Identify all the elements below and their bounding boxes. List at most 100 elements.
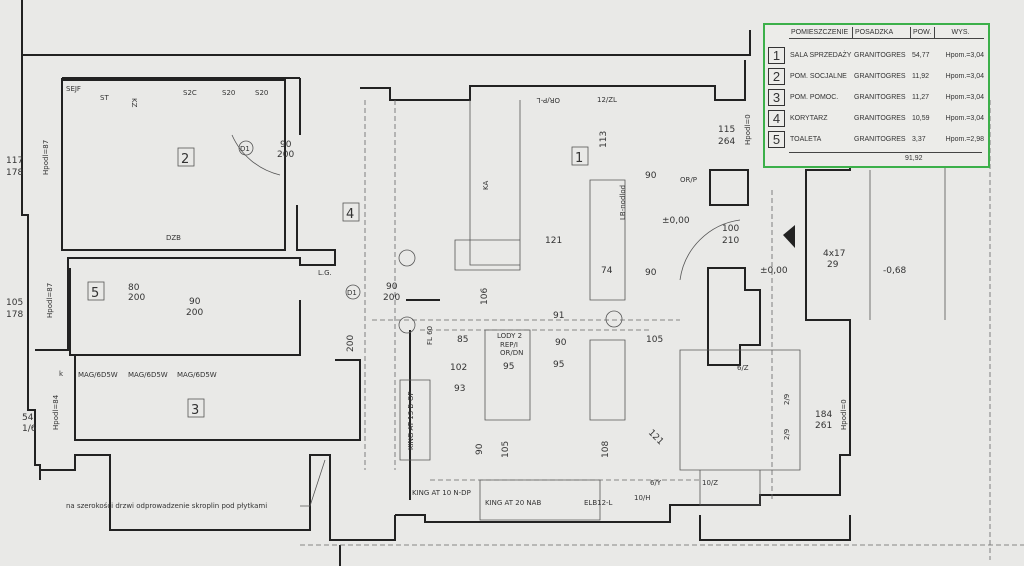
floor-type: GRANITOGRES (854, 73, 906, 80)
door-width: 90 (280, 140, 292, 150)
safe-label: SEJF (66, 85, 81, 93)
dimension: 85 (457, 335, 468, 345)
equipment-label: MAG/6D5W (78, 371, 118, 379)
door-height: 210 (722, 236, 739, 246)
dimension: 105 (501, 441, 511, 458)
equipment-label: DZB (166, 234, 181, 242)
floor-type: GRANITOGRES (854, 52, 906, 59)
room-area: 54,77 (912, 52, 930, 59)
dimensions: 121 90 90 113 106 91 85 90 105 102 95 95… (450, 131, 665, 458)
dimension: 90 (555, 338, 567, 348)
equipment-label: 10/H (634, 494, 651, 502)
door-width: 80 (128, 283, 140, 293)
room-height: Hpom.=3,04 (945, 115, 984, 122)
dimension: 91 (553, 311, 564, 321)
equipment-label: k (59, 370, 64, 378)
window-width: 184 (815, 410, 832, 420)
equipment-label: LODY 2 (497, 332, 522, 340)
col-height: WYS. (951, 29, 970, 36)
equipment-label: ST (100, 94, 109, 102)
door-size: 200 (346, 335, 356, 352)
window-width: 105 (6, 298, 23, 308)
sill-height: Hpodl=0 (744, 114, 752, 145)
window-height: 1/6 (22, 424, 37, 434)
equipment-label: S20 (255, 89, 268, 97)
equipment-label: 2/9 (783, 429, 791, 440)
room-number: 4 (768, 110, 785, 127)
window-height: 264 (718, 137, 735, 147)
equipment-label: OR/P-L (537, 96, 560, 104)
door-width: 100 (722, 224, 739, 234)
room-name: KORYTARZ (790, 115, 828, 122)
stairs-depth: 29 (827, 260, 839, 270)
table-header: POMIESZCZENIE POSADZKA POW. WYS. (789, 27, 984, 39)
window-width: 117 (6, 156, 23, 166)
door-height: 200 (383, 293, 400, 303)
dimension: 90 (645, 171, 657, 181)
room-name: TOALETA (790, 136, 822, 143)
door-width: 90 (189, 297, 201, 307)
equipment-label: 12/ZL (597, 96, 617, 104)
room-number: 5 (768, 131, 785, 148)
room-name: POM. POMOC. (790, 94, 839, 101)
equipment-label: KING AT 20 NAB (485, 499, 541, 507)
dimension: 121 (646, 428, 665, 447)
floor-type: GRANITOGRES (854, 94, 906, 101)
equipment-label: 10/Z (702, 479, 718, 487)
dimension: 113 (599, 131, 609, 148)
room-height: Hpom.=3,04 (945, 52, 984, 59)
room-height: Hpom.=3,04 (945, 73, 984, 80)
equipment-label: 6/Y (650, 479, 662, 487)
equipment-label: S20 (222, 89, 235, 97)
window-height: 178 (6, 168, 23, 178)
equipment-label: L.G. (318, 269, 332, 277)
room-tag-5: 5 (91, 286, 99, 301)
col-area: POW. (911, 27, 935, 38)
equipment-label: OR/DN (500, 349, 523, 357)
equipment-label: KZ (130, 98, 138, 108)
equipment-label: ELB12-L (584, 499, 613, 507)
level-mark: -0,68 (883, 266, 907, 276)
door-height: 200 (128, 293, 145, 303)
total-divider (789, 152, 982, 153)
room-tag-4: 4 (346, 207, 354, 222)
col-room: POMIESZCZENIE (789, 27, 853, 38)
equipment-label: MAG/6D5W (177, 371, 217, 379)
stairs-steps: 4x17 (823, 249, 846, 259)
room-tag-3: 3 (191, 403, 199, 418)
equipment-labels: SEJF ST KZ S2C S20 S20 DZB L.G. MAG/6D5W… (59, 85, 791, 507)
dimension: 121 (545, 236, 562, 246)
window-height: 261 (815, 421, 832, 431)
equipment-label: REP/I (500, 341, 518, 349)
sill-height: Hpodl=84 (52, 394, 60, 430)
equipment-label: FL 60 (426, 326, 434, 345)
sill-height: Hpodl=0 (840, 399, 848, 430)
window-height: 178 (6, 310, 23, 320)
room-area: 11,27 (912, 94, 929, 101)
room-name: SALA SPRZEDAŻY (790, 52, 852, 59)
dimension: 93 (454, 384, 465, 394)
room-name: POM. SOCJALNE (790, 73, 847, 80)
window-width: 115 (718, 125, 735, 135)
dimension: 90 (475, 443, 485, 455)
equipment-label: 2/9 (783, 394, 791, 405)
dimension: 105 (646, 335, 663, 345)
walls (21, 0, 1024, 566)
dimension: 106 (480, 288, 490, 305)
room-tags: 1 2 3 4 5 (87, 146, 589, 418)
room-height: Hpom.=2,98 (945, 136, 984, 143)
door-height: 200 (186, 308, 203, 318)
room-area: 11,92 (912, 73, 929, 80)
dimension: 95 (503, 362, 514, 372)
equipment-label: LB-nodlod (619, 185, 627, 220)
col-floor: POSADZKA (853, 27, 911, 38)
floor-type: GRANITOGRES (854, 136, 906, 143)
equipment-label: KING AT 13 B-OP (407, 391, 415, 450)
room-tag-1: 1 (575, 151, 583, 166)
